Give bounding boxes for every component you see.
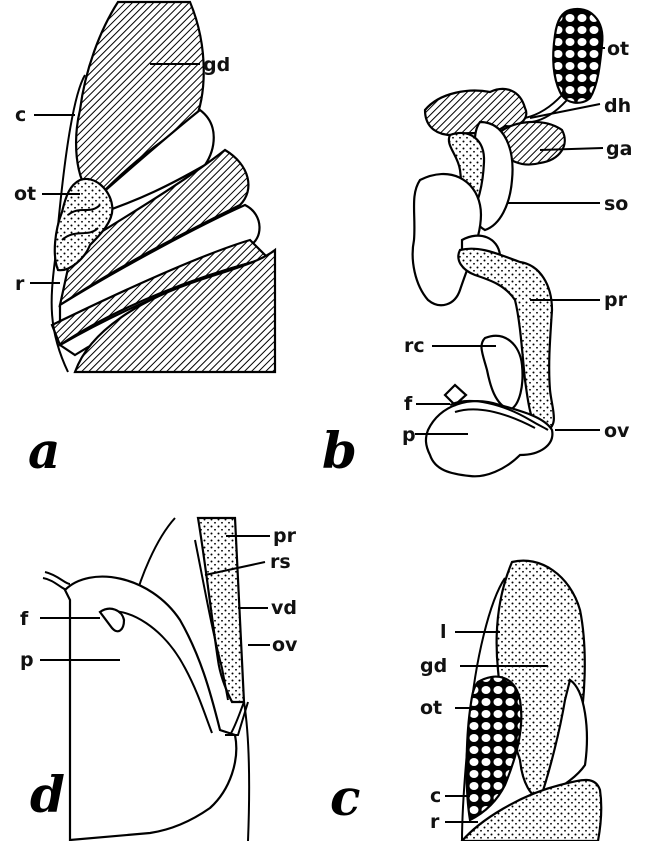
label-ov-b: ov [604, 420, 630, 442]
panel-c: l gd ot c r c [330, 561, 601, 841]
label-gd-c: gd [420, 655, 447, 677]
label-vd-d: vd [271, 597, 297, 619]
label-p-d: p [20, 649, 34, 671]
label-pr-b: pr [604, 289, 628, 311]
panel-letter-b: b [322, 421, 357, 480]
panel-a: gd c ot r a [14, 2, 275, 480]
label-ga-b: ga [606, 138, 632, 160]
oocytes-ot-c [467, 677, 522, 820]
label-ot-b: ot [607, 38, 629, 60]
oviduct-ov-d [244, 702, 249, 841]
flagellum-tip-d [43, 572, 70, 590]
panel-b: ot dh ga so pr rc f p ov b [322, 9, 632, 480]
label-dh-b: dh [604, 95, 631, 117]
panel-letter-a: a [28, 421, 60, 480]
label-c-c: c [430, 785, 441, 807]
label-rc-b: rc [404, 335, 425, 357]
panel-d: pr rs vd ov f p d [20, 518, 298, 841]
label-pr-d: pr [273, 525, 297, 547]
label-r-a: r [15, 273, 25, 295]
label-c-a: c [15, 104, 26, 126]
label-f-b: f [404, 393, 413, 415]
label-gd-a: gd [203, 54, 230, 76]
label-r-c: r [430, 811, 440, 833]
label-ov-d: ov [272, 634, 298, 656]
label-ot-c: ot [420, 697, 442, 719]
label-ot-a: ot [14, 183, 36, 205]
oocytes-ot-b [553, 9, 602, 103]
label-l-c: l [440, 621, 447, 643]
label-rs-d: rs [270, 551, 291, 573]
panel-letter-c: c [330, 768, 360, 827]
label-p-b: p [402, 424, 416, 446]
label-so-b: so [604, 193, 628, 215]
panel-letter-d: d [30, 765, 65, 824]
label-f-d: f [20, 608, 29, 630]
